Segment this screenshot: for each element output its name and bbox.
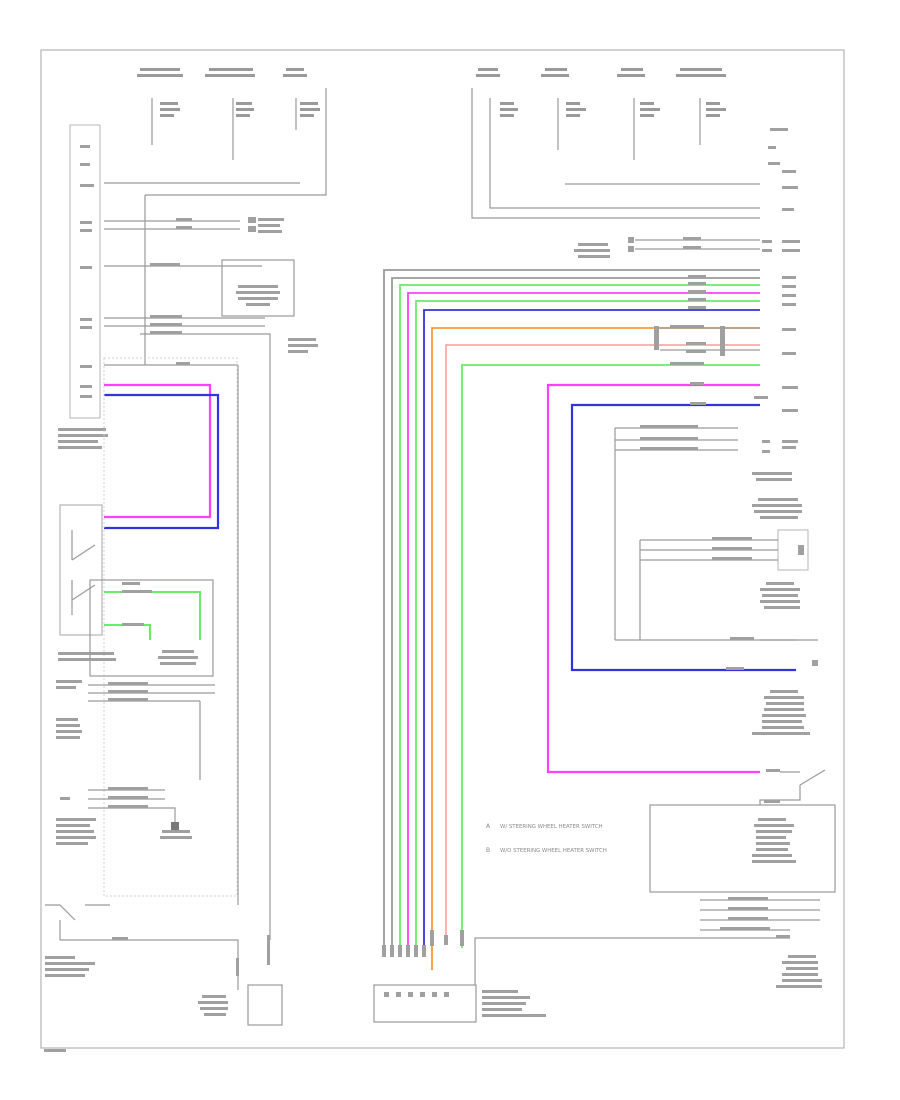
top-right-feeds [471,88,760,219]
right-sensor-labels [640,425,802,519]
legend-label-a: W/ STEERING WHEEL HEATER SWITCH [500,824,603,830]
colored-bus [383,269,760,970]
top-left-feeds [144,88,327,365]
heater-switch-module [89,579,214,677]
ground-mark-left [288,338,318,353]
left-lower-wires [88,684,215,822]
steering-switch [58,504,116,661]
horn-switch [45,904,239,990]
ground-symbol-left [171,822,179,830]
legend-key-a: A [486,823,491,830]
junction-block-bottom [373,930,546,1023]
right-signal-pair [546,383,796,774]
right-meter-side [574,237,701,258]
junction-block-left [198,935,283,1026]
legend-label-b: W/O STEERING WHEEL HEATER SWITCH [500,848,607,854]
top-right-fuse-marks [476,68,726,117]
right-sensor-lines [614,427,738,640]
right-signal-labels [690,382,780,772]
bottom-right-wires [474,899,820,985]
figure-code [44,1049,66,1052]
right-mid-lines [615,540,818,641]
bottom-right-labels [720,897,822,988]
left-meter-wire-labels [150,217,284,365]
right-connector-labels [754,128,800,453]
right-switch-block [640,529,809,609]
legend: A W/ STEERING WHEEL HEATER SWITCH B W/O … [486,823,607,854]
bus-labels [654,275,725,365]
top-left-fuse-marks [137,68,320,117]
combination-meter [58,124,108,449]
left-lower-labels [56,680,192,845]
left-meter-wires [104,182,300,940]
heater-relay [221,259,295,317]
legend-key-b: B [486,847,490,854]
right-mid-labels [730,637,818,735]
diagram-frame [40,49,845,1049]
left-dotted-frame [103,357,238,897]
main-body-ecu [649,769,836,893]
crossover-lines [660,327,760,351]
left-signal-pair [104,383,220,530]
